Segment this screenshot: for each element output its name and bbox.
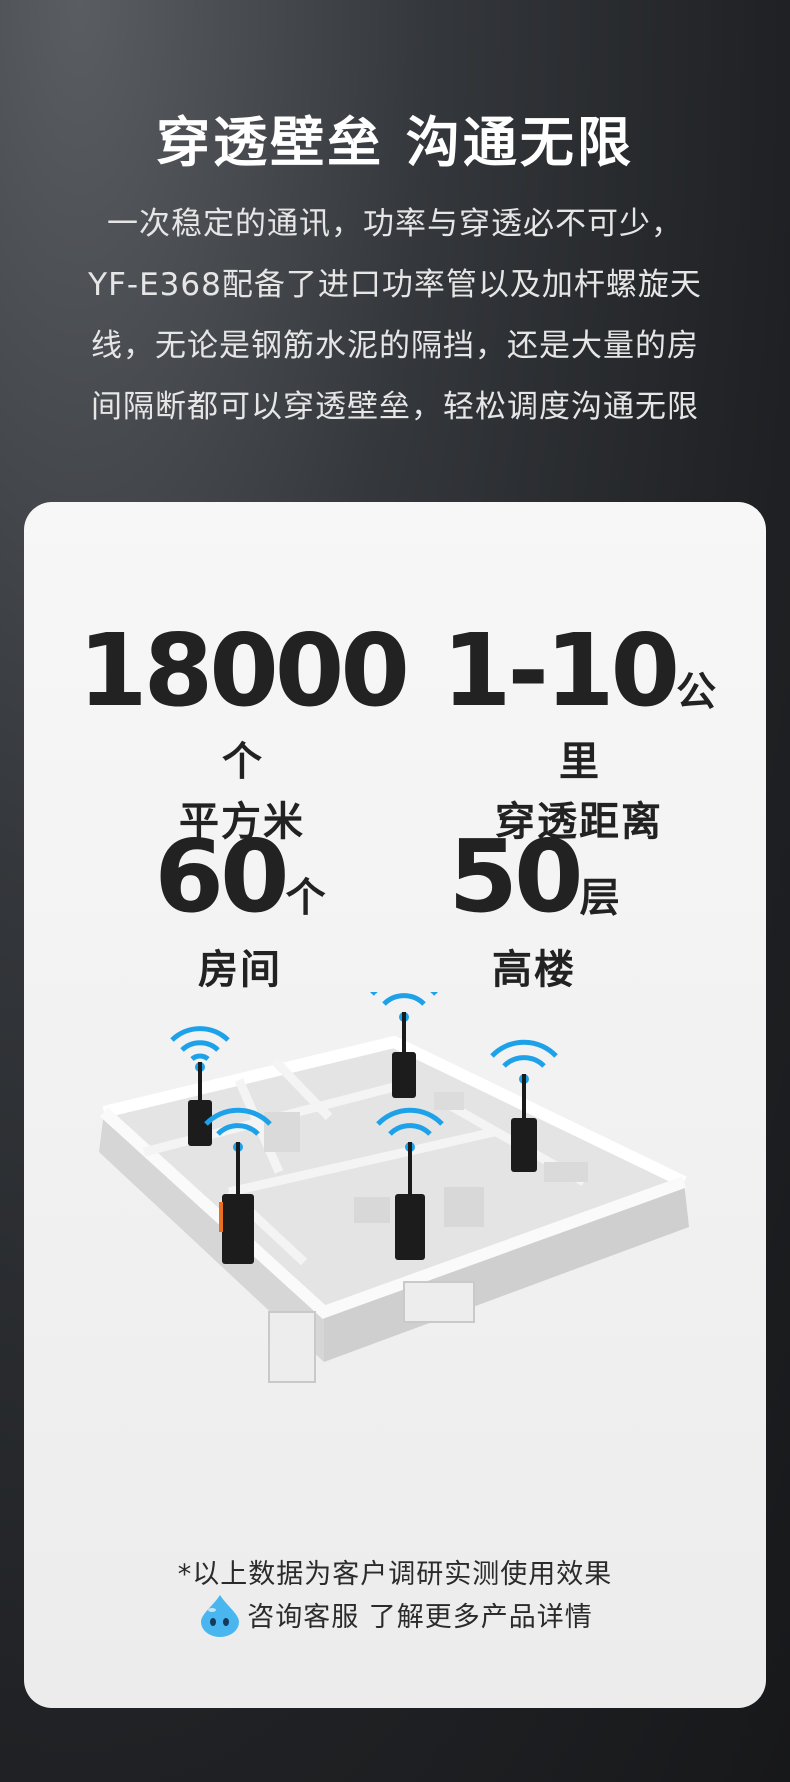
walkie-talkie-icon <box>170 1026 230 1146</box>
walkie-talkie-icon <box>370 992 438 1098</box>
walkie-talkie-icon <box>490 1039 558 1172</box>
stat-floors: 50层 高楼 <box>424 818 644 995</box>
stat-rooms-unit: 个 <box>285 875 326 921</box>
walkie-talkie-icon <box>204 1107 272 1264</box>
house-left-wall <box>99 1112 324 1362</box>
house-floorplan-illustration <box>99 992 689 1383</box>
stat-area-unit: 个 <box>222 739 262 785</box>
stat-rooms-label: 房间 <box>198 947 282 993</box>
stat-distance: 1-10公里 穿透距离 <box>434 612 724 847</box>
page-title: 穿透壁垒 沟通无限 <box>156 111 634 174</box>
stat-distance-unit: 公里 <box>559 669 717 785</box>
stat-area-label: 平方米 <box>179 799 305 845</box>
consult-service-label[interactable]: 咨询客服 了解更多产品详情 <box>247 1602 593 1633</box>
features-card: 18000个 平方米 1-10公里 穿透距离 60个 房间 50层 高楼 <box>24 502 766 1708</box>
stat-distance-value: 1-10 <box>441 612 680 729</box>
intro-line-2: YF-E368配备了进口功率管以及加杆螺旋天 <box>88 267 702 303</box>
stat-floors-value: 50 <box>448 818 583 935</box>
furniture <box>264 1112 300 1152</box>
stat-distance-label: 穿透距离 <box>495 799 663 845</box>
data-disclaimer: *以上数据为客户调研实测使用效果 <box>177 1559 613 1590</box>
stat-rooms: 60个 房间 <box>120 818 360 995</box>
inner-wall <box>270 1056 333 1121</box>
furniture <box>544 1162 588 1182</box>
house-outer-wall-top <box>99 1107 687 1319</box>
front-window <box>403 1281 475 1323</box>
intro-line-1: 一次稳定的通讯，功率与穿透必不可少， <box>107 206 683 242</box>
stat-area-value: 18000 <box>78 612 410 729</box>
water-drop-mascot-icon <box>197 1592 243 1645</box>
intro-line-3: 线，无论是钢筋水泥的隔挡，还是大量的房 <box>91 328 699 364</box>
inner-wall <box>228 1127 495 1197</box>
stat-area: 18000 个 平方米 <box>72 612 412 847</box>
furniture <box>354 1197 390 1223</box>
walkie-talkie-icon <box>376 1107 444 1260</box>
furniture <box>444 1187 484 1227</box>
furniture <box>434 1092 464 1110</box>
intro-paragraph: 一次稳定的通讯，功率与穿透必不可少， YF-E368配备了进口功率管以及加杆螺旋… <box>40 194 750 438</box>
stat-rooms-value: 60 <box>154 818 289 935</box>
stat-floors-unit: 层 <box>579 875 620 921</box>
consult-service-link[interactable]: 咨询客服 了解更多产品详情 <box>24 1592 766 1645</box>
front-door <box>268 1311 316 1383</box>
intro-line-4: 间隔断都可以穿透壁垒，轻松调度沟通无限 <box>91 389 699 425</box>
stat-floors-label: 高楼 <box>492 947 576 993</box>
